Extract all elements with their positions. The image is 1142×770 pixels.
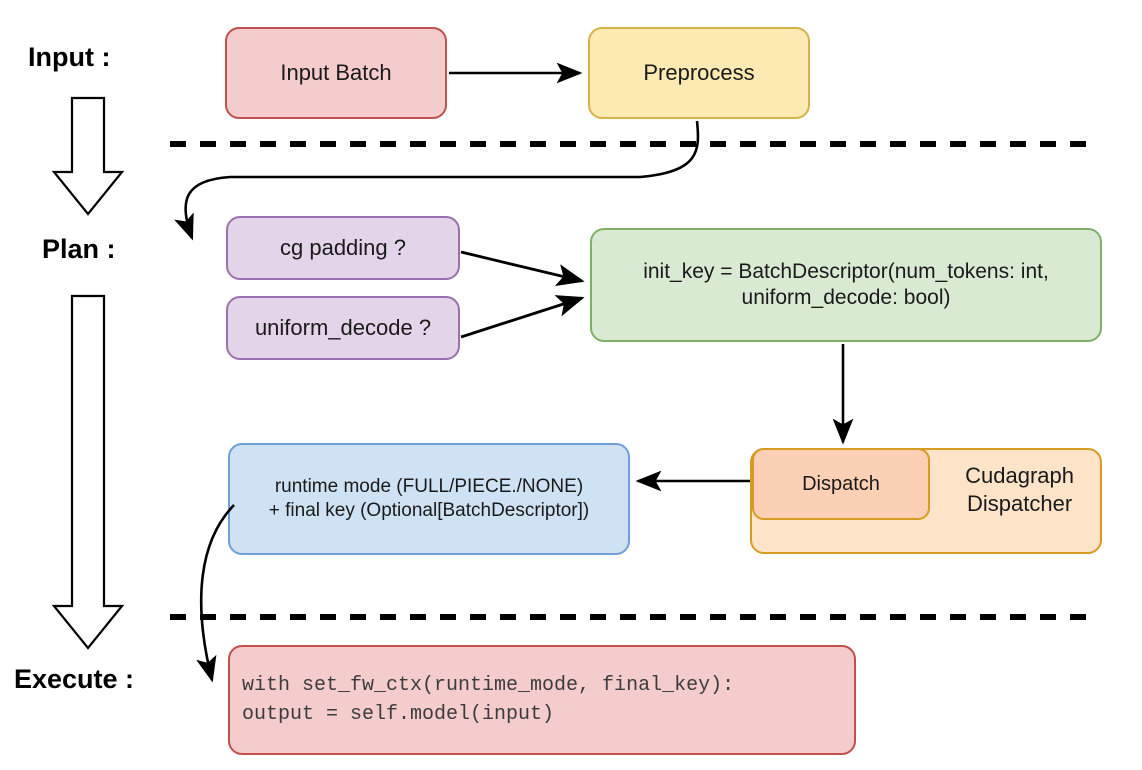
node-code-block[interactable]: with set_fw_ctx(runtime_mode, final_key)… [228, 645, 856, 755]
node-cg-padding-label: cg padding ? [280, 235, 406, 261]
stage-label-input: Input : [28, 42, 111, 72]
node-uniform-decode[interactable]: uniform_decode ? [226, 296, 460, 360]
stage-label-execute: Execute : [14, 664, 135, 694]
input-to-plan-block-arrow [51, 96, 125, 216]
stage-label-plan: Plan : [42, 234, 116, 264]
node-dispatch[interactable]: Dispatch [752, 448, 930, 520]
node-init-key-label: init_key = BatchDescriptor(num_tokens: i… [643, 259, 1049, 309]
plan-to-execute-block-arrow [51, 294, 125, 650]
node-cg-padding[interactable]: cg padding ? [226, 216, 460, 280]
node-runtime-mode-label: runtime mode (FULL/PIECE./NONE) + final … [268, 476, 590, 521]
node-preprocess[interactable]: Preprocess [588, 27, 810, 119]
node-preprocess-label: Preprocess [643, 60, 755, 86]
node-cudagraph-dispatcher-label: Cudagraph Dispatcher [965, 463, 1074, 516]
node-init-key[interactable]: init_key = BatchDescriptor(num_tokens: i… [590, 228, 1102, 342]
edge-uniform-decode-to-init-key [460, 295, 585, 339]
node-input-batch-label: Input Batch [280, 60, 392, 86]
node-runtime-mode[interactable]: runtime mode (FULL/PIECE./NONE) + final … [228, 443, 630, 555]
node-code-block-label: with set_fw_ctx(runtime_mode, final_key)… [242, 674, 735, 726]
node-uniform-decode-label: uniform_decode ? [254, 315, 432, 341]
edge-cg-padding-to-init-key [460, 250, 585, 287]
node-input-batch[interactable]: Input Batch [225, 27, 447, 119]
node-dispatch-label: Dispatch [802, 472, 880, 495]
